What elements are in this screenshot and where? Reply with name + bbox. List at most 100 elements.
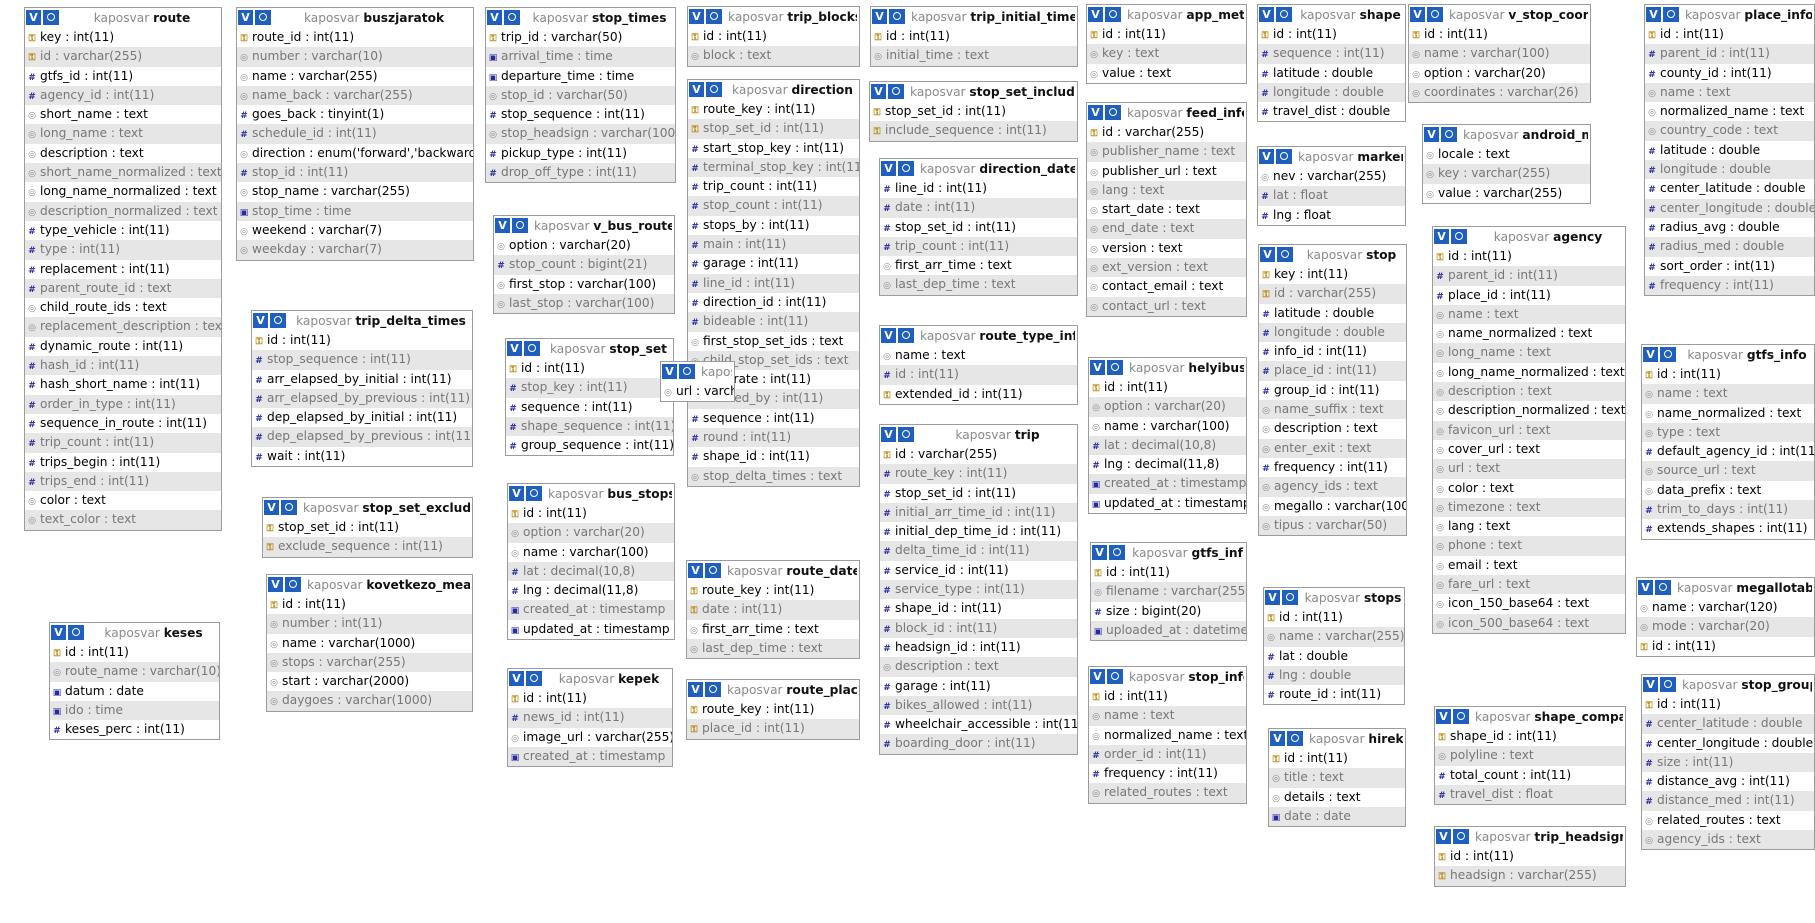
column-row[interactable]: #trips_end : int(11)	[25, 471, 221, 492]
column-row[interactable]: #longitude : double	[1259, 322, 1406, 343]
toggle-columns-icon[interactable]: V	[872, 9, 887, 24]
column-row[interactable]: ◎title : text	[1269, 768, 1405, 788]
column-row[interactable]: ◎contact_email : text	[1087, 277, 1246, 296]
column-row[interactable]: #travel_dist : float	[1435, 784, 1625, 805]
settings-gear-icon[interactable]	[1660, 347, 1676, 362]
column-row[interactable]: #frequency : int(11)	[1089, 764, 1246, 783]
column-row[interactable]: ▣updated_at : timestamp	[508, 620, 674, 639]
settings-gear-icon[interactable]	[1109, 545, 1125, 560]
column-row[interactable]: #delta_time_id : int(11)	[880, 541, 1077, 561]
column-row[interactable]: #service_type : int(11)	[880, 580, 1077, 600]
settings-gear-icon[interactable]	[706, 9, 722, 24]
column-row[interactable]: #radius_avg : double	[1645, 218, 1814, 237]
column-row[interactable]: ◎key : text	[1087, 44, 1246, 64]
settings-gear-icon[interactable]	[1282, 590, 1298, 605]
column-row[interactable]: ⚿id : int(11)	[1642, 365, 1814, 384]
column-row[interactable]: ▣datum : date	[50, 682, 219, 701]
column-row[interactable]: #extends_shapes : int(11)	[1642, 519, 1814, 538]
settings-gear-icon[interactable]	[1105, 7, 1121, 22]
toggle-columns-icon[interactable]: V	[689, 9, 704, 24]
column-row[interactable]: #stop_id : int(11)	[237, 163, 473, 183]
column-row[interactable]: #arr_elapsed_by_previous : int(11)	[252, 388, 472, 409]
settings-gear-icon[interactable]	[898, 427, 914, 442]
toggle-columns-icon[interactable]: V	[509, 671, 524, 686]
toggle-columns-icon[interactable]: V	[268, 577, 283, 592]
column-row[interactable]: ◎key : varchar(255)	[1423, 164, 1590, 184]
column-row[interactable]: ◎related_routes : text	[1089, 783, 1246, 803]
column-row[interactable]: #pickup_type : int(11)	[486, 144, 675, 163]
settings-gear-icon[interactable]	[1427, 7, 1443, 22]
settings-gear-icon[interactable]	[43, 10, 59, 25]
column-row[interactable]: ◎block : text	[688, 46, 859, 66]
column-row[interactable]: #hash_short_name : int(11)	[25, 375, 221, 394]
settings-gear-icon[interactable]	[1453, 709, 1469, 724]
column-row[interactable]: #lat : decimal(10,8)	[1089, 435, 1246, 456]
column-row[interactable]: #service_id : int(11)	[880, 561, 1077, 580]
column-row[interactable]: ◎name : text	[1642, 384, 1814, 404]
column-row[interactable]: ◎description : text	[880, 657, 1077, 677]
column-row[interactable]: ⚿stop_set_id : int(11)	[688, 119, 859, 139]
column-row[interactable]: ◎stop_name : varchar(255)	[237, 182, 473, 201]
column-row[interactable]: #arr_elapsed_by_initial : int(11)	[252, 370, 472, 389]
column-row[interactable]: #news_id : int(11)	[508, 708, 672, 728]
column-row[interactable]: #lng : float	[1258, 206, 1405, 225]
column-row[interactable]: ◎long_name_normalized : text	[1433, 363, 1625, 382]
column-row[interactable]: #info_id : int(11)	[1259, 342, 1406, 361]
column-row[interactable]: ◎name_suffix : text	[1259, 400, 1406, 420]
column-row[interactable]: ◎option : varchar(20)	[1089, 397, 1246, 417]
column-row[interactable]: #lat : double	[1264, 647, 1404, 666]
toggle-columns-icon[interactable]: V	[507, 341, 522, 356]
column-row[interactable]: ◎name : varchar(100)	[508, 543, 674, 562]
column-row[interactable]: ◎value : varchar(255)	[1423, 184, 1590, 203]
toggle-columns-icon[interactable]: V	[1643, 347, 1658, 362]
column-row[interactable]: ◎last_stop : varchar(100)	[494, 293, 674, 314]
settings-gear-icon[interactable]	[706, 82, 722, 97]
column-row[interactable]: #dep_elapsed_by_initial : int(11)	[252, 408, 472, 427]
column-row[interactable]: ◎data_prefix : text	[1642, 481, 1814, 500]
toggle-columns-icon[interactable]: V	[881, 161, 896, 176]
column-row[interactable]: ◎enter_exit : text	[1259, 438, 1406, 458]
column-row[interactable]: #center_longitude : double	[1645, 198, 1814, 218]
column-row[interactable]: ◎text_color : text	[25, 510, 221, 530]
toggle-columns-icon[interactable]: V	[871, 84, 886, 99]
column-row[interactable]: ◎option : varchar(20)	[508, 523, 674, 543]
column-row[interactable]: #county_id : int(11)	[1645, 64, 1814, 83]
column-row[interactable]: #direction_id : int(11)	[688, 293, 859, 312]
settings-gear-icon[interactable]	[888, 84, 904, 99]
column-row[interactable]: #stop_set_id : int(11)	[880, 218, 1077, 237]
column-row[interactable]: ⚿id : int(11)	[506, 359, 673, 378]
settings-gear-icon[interactable]	[1107, 669, 1123, 684]
settings-gear-icon[interactable]	[1276, 149, 1292, 164]
column-row[interactable]: #initial_arr_time_id : int(11)	[880, 502, 1077, 523]
column-row[interactable]: ⚿id : int(11)	[252, 331, 472, 350]
column-row[interactable]: #route_id : int(11)	[1264, 685, 1404, 704]
column-row[interactable]: #stop_key : int(11)	[506, 378, 673, 398]
toggle-columns-icon[interactable]: V	[1646, 7, 1661, 22]
column-row[interactable]: ◎name_back : varchar(255)	[237, 85, 473, 106]
column-row[interactable]: #dep_elapsed_by_previous : int(11)	[252, 427, 472, 447]
column-row[interactable]: ◎name : varchar(1000)	[267, 634, 472, 653]
settings-gear-icon[interactable]	[1660, 677, 1676, 692]
settings-gear-icon[interactable]	[524, 341, 540, 356]
settings-gear-icon[interactable]	[281, 500, 297, 515]
toggle-columns-icon[interactable]: V	[662, 364, 677, 379]
column-row[interactable]: #line_id : int(11)	[688, 273, 859, 293]
toggle-columns-icon[interactable]: V	[1270, 731, 1285, 746]
column-row[interactable]: ◎normalized_name : text	[1089, 726, 1246, 745]
